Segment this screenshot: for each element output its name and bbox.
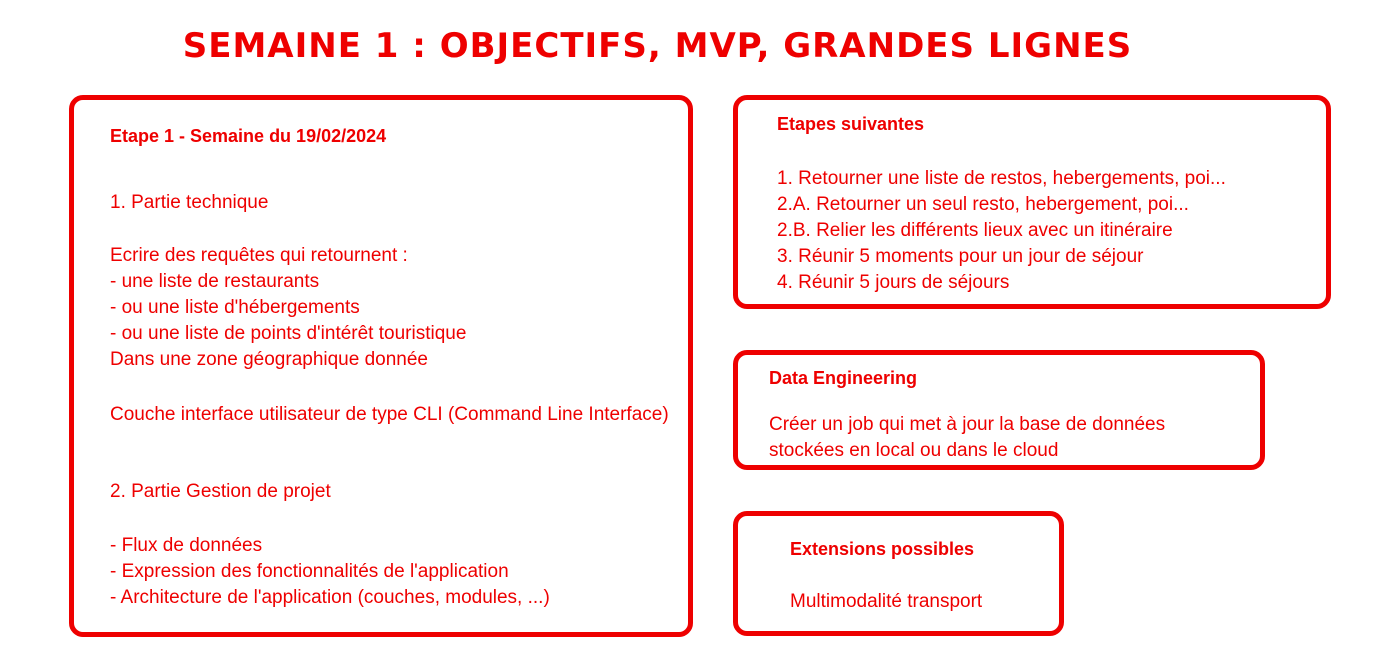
etape-item: 2.A. Retourner un seul resto, hebergemen… — [777, 194, 1189, 215]
gestion-item: - Flux de données — [110, 535, 263, 556]
etapes-suivantes-heading: Etapes suivantes — [777, 114, 925, 134]
cli-text: Couche interface utilisateur de type CLI… — [110, 404, 669, 425]
page-title: SEMAINE 1 : OBJECTIFS, MVP, GRANDES LIGN… — [182, 26, 1133, 66]
etape1-heading: Etape 1 - Semaine du 19/02/2024 — [110, 126, 387, 146]
etape-item: 3. Réunir 5 moments pour un jour de séjo… — [777, 246, 1144, 267]
etape-item: 4. Réunir 5 jours de séjours — [777, 272, 1010, 293]
data-engineering-heading: Data Engineering — [769, 368, 918, 388]
extensions-box: Extensions possibles Multimodalité trans… — [733, 511, 1064, 636]
requetes-intro: Ecrire des requêtes qui retournent : — [110, 245, 408, 266]
requete-item: - ou une liste de points d'intérêt touri… — [110, 323, 467, 344]
data-engineering-box: Data Engineering Créer un job qui met à … — [733, 350, 1265, 470]
etape-item: 2.B. Relier les différents lieux avec un… — [777, 220, 1173, 241]
gestion-item: - Expression des fonctionnalités de l'ap… — [110, 561, 509, 582]
etapes-suivantes-box: Etapes suivantes 1. Retourner une liste … — [733, 95, 1331, 309]
extensions-text: Multimodalité transport — [790, 591, 983, 612]
requete-item: - une liste de restaurants — [110, 271, 320, 292]
zone-text: Dans une zone géographique donnée — [110, 349, 428, 370]
gestion-title: 2. Partie Gestion de projet — [110, 481, 331, 502]
etape-item: 1. Retourner une liste de restos, heberg… — [777, 168, 1226, 189]
extensions-heading: Extensions possibles — [790, 539, 975, 559]
technique-title: 1. Partie technique — [110, 192, 269, 213]
gestion-item: - Architecture de l'application (couches… — [110, 587, 550, 608]
data-engineering-text: Créer un job qui met à jour la base de d… — [769, 414, 1166, 461]
etape1-box: Etape 1 - Semaine du 19/02/2024 1. Parti… — [69, 95, 693, 637]
requete-item: - ou une liste d'hébergements — [110, 297, 360, 318]
